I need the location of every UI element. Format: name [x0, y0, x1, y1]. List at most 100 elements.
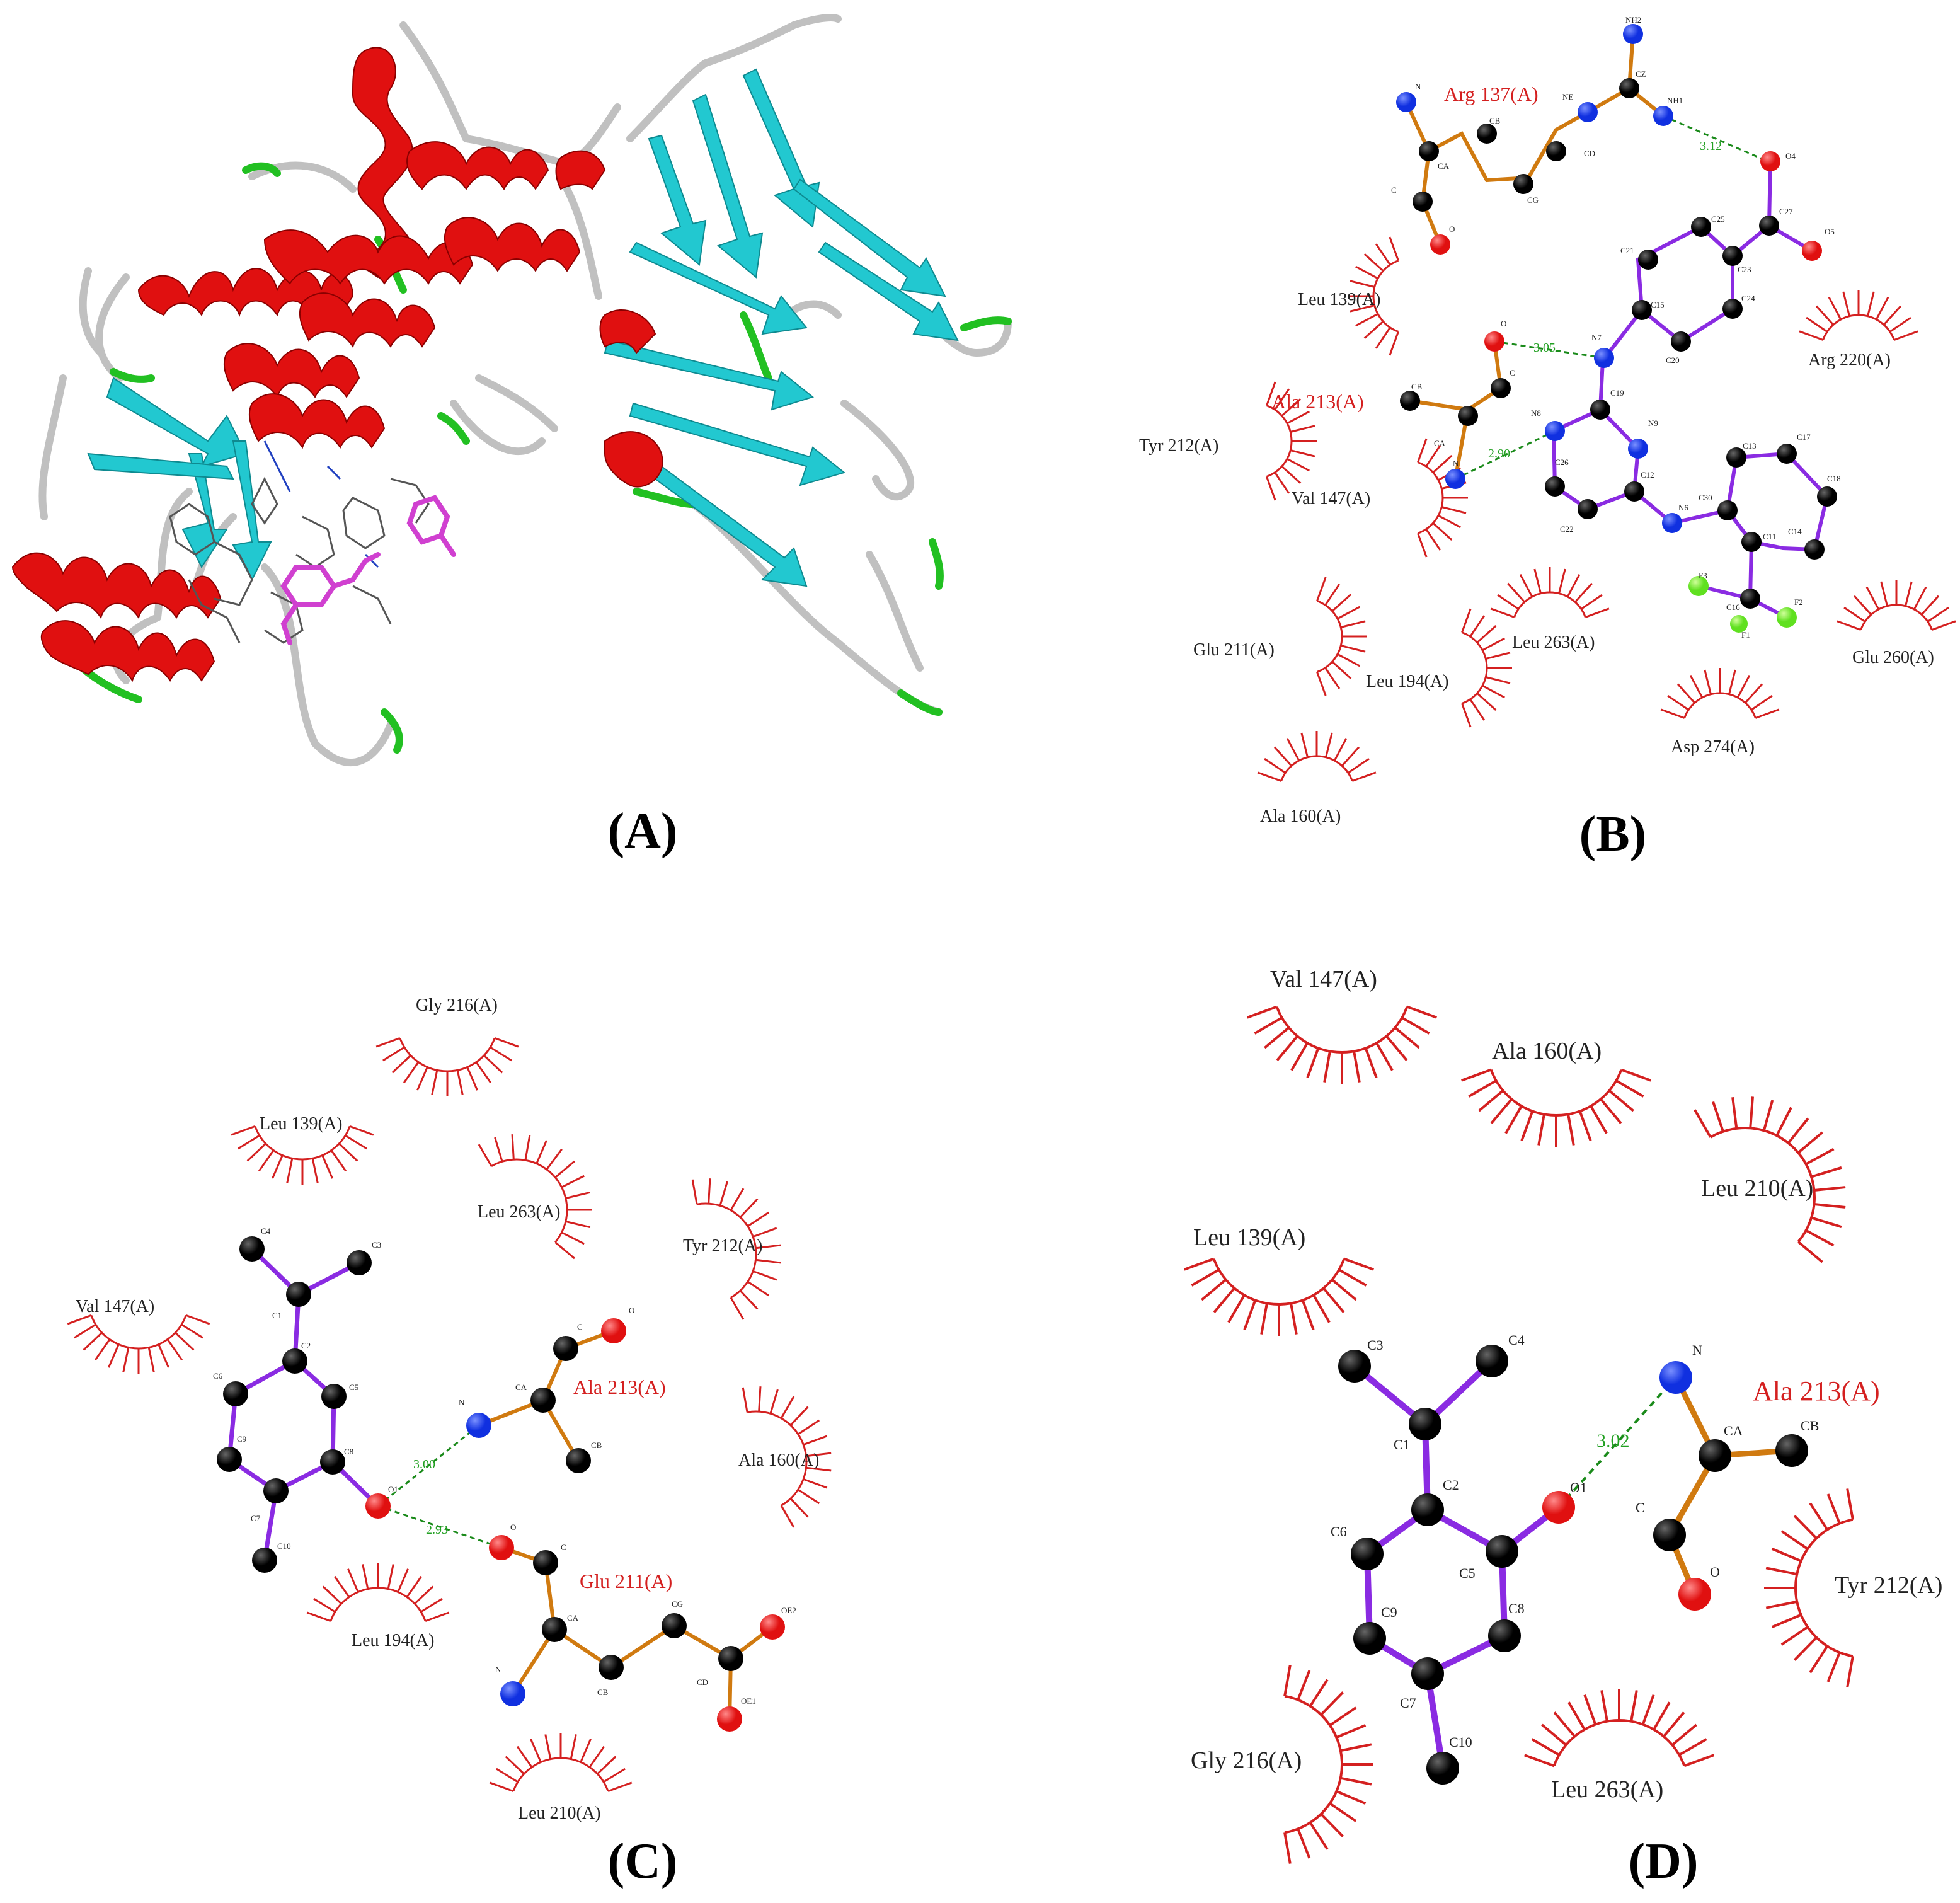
hydrophobic-contact-arc: [306, 1563, 450, 1623]
atom-label: O: [1710, 1564, 1720, 1580]
atom-fluorine: [1730, 615, 1748, 633]
atom-carbon: [542, 1617, 567, 1642]
atom-label: NH2: [1625, 15, 1641, 25]
atom-label: CB: [1489, 116, 1501, 125]
atom-oxygen: [1678, 1578, 1711, 1611]
panel-b-label: (B): [1579, 807, 1647, 862]
atom-carbon: [1338, 1350, 1371, 1383]
atom-label: NH1: [1667, 96, 1683, 105]
atom-carbon: [1486, 1535, 1518, 1568]
atom-fluorine: [1688, 576, 1709, 596]
atom-carbon: [1546, 141, 1566, 161]
atom-carbon: [553, 1336, 578, 1361]
atom-carbon: [1699, 1439, 1731, 1472]
atom-carbon: [1722, 246, 1743, 266]
atom-nitrogen: [1396, 92, 1416, 112]
panel-c-atom-labels: C4 C3 C1 C2 C6 C5 C9 C8 C7 C10 O1 N CA C…: [213, 1226, 796, 1706]
atom-label: O1: [1570, 1480, 1587, 1495]
atom-label: CA: [1724, 1423, 1743, 1439]
atom-label: C25: [1711, 214, 1725, 224]
atom-label: F3: [1699, 571, 1707, 580]
atom-label: CD: [697, 1677, 708, 1687]
hydrophobic-contact-arc: [1246, 1005, 1438, 1084]
atom-label: N7: [1591, 333, 1602, 342]
hydrophobic-contact-arc: [1348, 236, 1399, 356]
panel-d-hydrophobic-arcs: [1183, 1005, 1854, 1864]
atom-carbon: [1632, 300, 1652, 320]
atom-carbon: [1419, 141, 1439, 161]
atom-oxygen: [1484, 331, 1504, 352]
atom-label: C21: [1620, 246, 1634, 255]
atom-carbon: [263, 1478, 289, 1503]
atom-carbon: [1590, 400, 1610, 420]
atom-label: NE: [1562, 92, 1573, 101]
hydrophobic-residue-label: Ala 160(A): [738, 1451, 819, 1470]
hydrophobic-contact-arc: [742, 1386, 832, 1528]
atom-carbon: [1476, 1345, 1508, 1377]
atom-label: F2: [1794, 597, 1803, 607]
hydrophobic-residue-label: Val 147(A): [1292, 489, 1370, 509]
panel-b-ligplot: NH2 CZ NH1 NE N CB CD CA CG C O O4 C27 O…: [1139, 15, 1956, 826]
atom-oxygen: [601, 1318, 626, 1343]
atom-label: OE1: [741, 1696, 756, 1706]
atom-oxygen: [1802, 241, 1822, 261]
hydrophobic-residue-label: Tyr 212(A): [683, 1236, 762, 1256]
atom-label: F1: [1741, 630, 1750, 640]
hydrophobic-contact-arc: [1660, 668, 1780, 719]
atom-carbon: [1741, 532, 1762, 552]
atom-label: C4: [1508, 1332, 1525, 1348]
atom-carbon: [1413, 192, 1433, 212]
atom-label: N: [1453, 459, 1459, 468]
atom-label: O: [1449, 224, 1455, 234]
atom-label: CA: [515, 1383, 527, 1392]
atom-carbon: [321, 1384, 347, 1409]
atom-carbon: [282, 1348, 307, 1374]
hydrophobic-contact-arc: [1799, 290, 1918, 341]
hydrophobic-residue-label: Glu 260(A): [1852, 648, 1934, 667]
atom-label: C17: [1797, 432, 1811, 442]
atom-carbon: [223, 1381, 248, 1406]
atom-carbon: [1717, 500, 1738, 520]
atom-carbon: [1624, 481, 1644, 502]
atom-label: O1: [388, 1485, 398, 1494]
atom-carbon: [1578, 499, 1598, 519]
hydrophobic-residue-label: Tyr 212(A): [1835, 1572, 1942, 1599]
atom-nitrogen: [1659, 1361, 1692, 1394]
hydrophobic-residue-label: Leu 139(A): [1193, 1224, 1305, 1251]
atom-label: C10: [277, 1541, 291, 1551]
atom-label: N8: [1531, 408, 1541, 418]
hydrophobic-residue-label: Leu 263(A): [1512, 633, 1595, 652]
atom-carbon: [1804, 539, 1825, 560]
hbond-residue-label: Arg 137(A): [1444, 83, 1539, 105]
atom-label: O4: [1785, 151, 1796, 161]
hydrophobic-residue-label: Val 147(A): [76, 1297, 154, 1316]
atom-carbon: [1775, 1434, 1808, 1467]
hbond-residue-label: Ala 213(A): [1753, 1376, 1880, 1406]
atom-nitrogen: [466, 1413, 491, 1438]
atom-label: C19: [1610, 388, 1624, 398]
hydrophobic-contact-arc: [1461, 608, 1512, 728]
atom-carbon: [1411, 1493, 1444, 1526]
atom-label: C22: [1560, 524, 1574, 534]
atom-nitrogen: [1628, 439, 1648, 459]
panel-b-hydrophobic-arcs: [1257, 236, 1956, 782]
hydrophobic-contact-arc: [231, 1125, 374, 1185]
panel-a-label: (A): [607, 803, 677, 859]
hydrophobic-residue-label: Tyr 212(A): [1139, 436, 1218, 456]
atom-label: C1: [272, 1311, 282, 1320]
atom-carbon: [1351, 1538, 1384, 1570]
panel-d-residue-bonds: [1666, 1374, 1795, 1597]
atom-label: CG: [672, 1599, 683, 1609]
atom-label: C2: [301, 1341, 311, 1350]
atom-carbon: [662, 1613, 687, 1638]
atom-nitrogen: [1623, 24, 1643, 44]
atom-carbon: [347, 1250, 372, 1275]
panel-b-ligand-bonds: [1551, 159, 1830, 619]
hydrophobic-residue-label: Leu 139(A): [260, 1114, 342, 1134]
panel-b-atom-labels: NH2 CZ NH1 NE N CB CD CA CG C O O4 C27 O…: [1391, 15, 1841, 640]
hydrophobic-contact-arc: [1257, 731, 1377, 782]
atom-nitrogen: [1653, 106, 1673, 126]
atom-carbon: [1759, 216, 1779, 236]
hydrophobic-residue-label: Leu 210(A): [518, 1803, 600, 1823]
